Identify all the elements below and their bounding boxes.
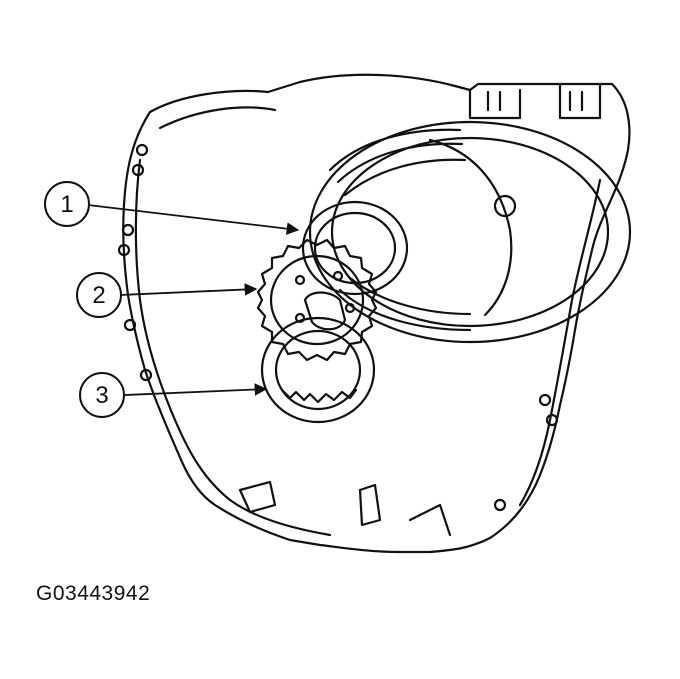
part-3-ring (260, 316, 376, 424)
bolt-boss (493, 194, 517, 218)
front-cover-outline (122, 73, 631, 554)
callout-2-circle (76, 272, 122, 318)
top-bracket (468, 82, 602, 120)
crankshaft-nose (303, 291, 347, 331)
callout-3-label: 3 (95, 382, 108, 409)
cover-flange-line (134, 106, 332, 537)
seal-bore-inner (330, 136, 610, 328)
callout-1-circle (44, 181, 90, 227)
part-2-sprocket (256, 238, 378, 362)
callout-1-label: 1 (60, 191, 73, 218)
cover-bolt-holes (117, 143, 559, 512)
callout-2-leader (119, 283, 258, 296)
bore-inner-ledge (428, 138, 513, 317)
bore-rings (328, 128, 472, 332)
callout-3-leader (124, 383, 268, 396)
cover-right-flange (518, 178, 602, 507)
callout-3-circle (79, 372, 125, 418)
callout-1-leader (87, 204, 300, 235)
figure-id: G03443942 (36, 582, 151, 605)
part-1-ring (301, 200, 409, 296)
bottom-rib (238, 480, 452, 537)
callout-2-label: 2 (92, 282, 105, 309)
seal-bore-outer (308, 120, 632, 344)
